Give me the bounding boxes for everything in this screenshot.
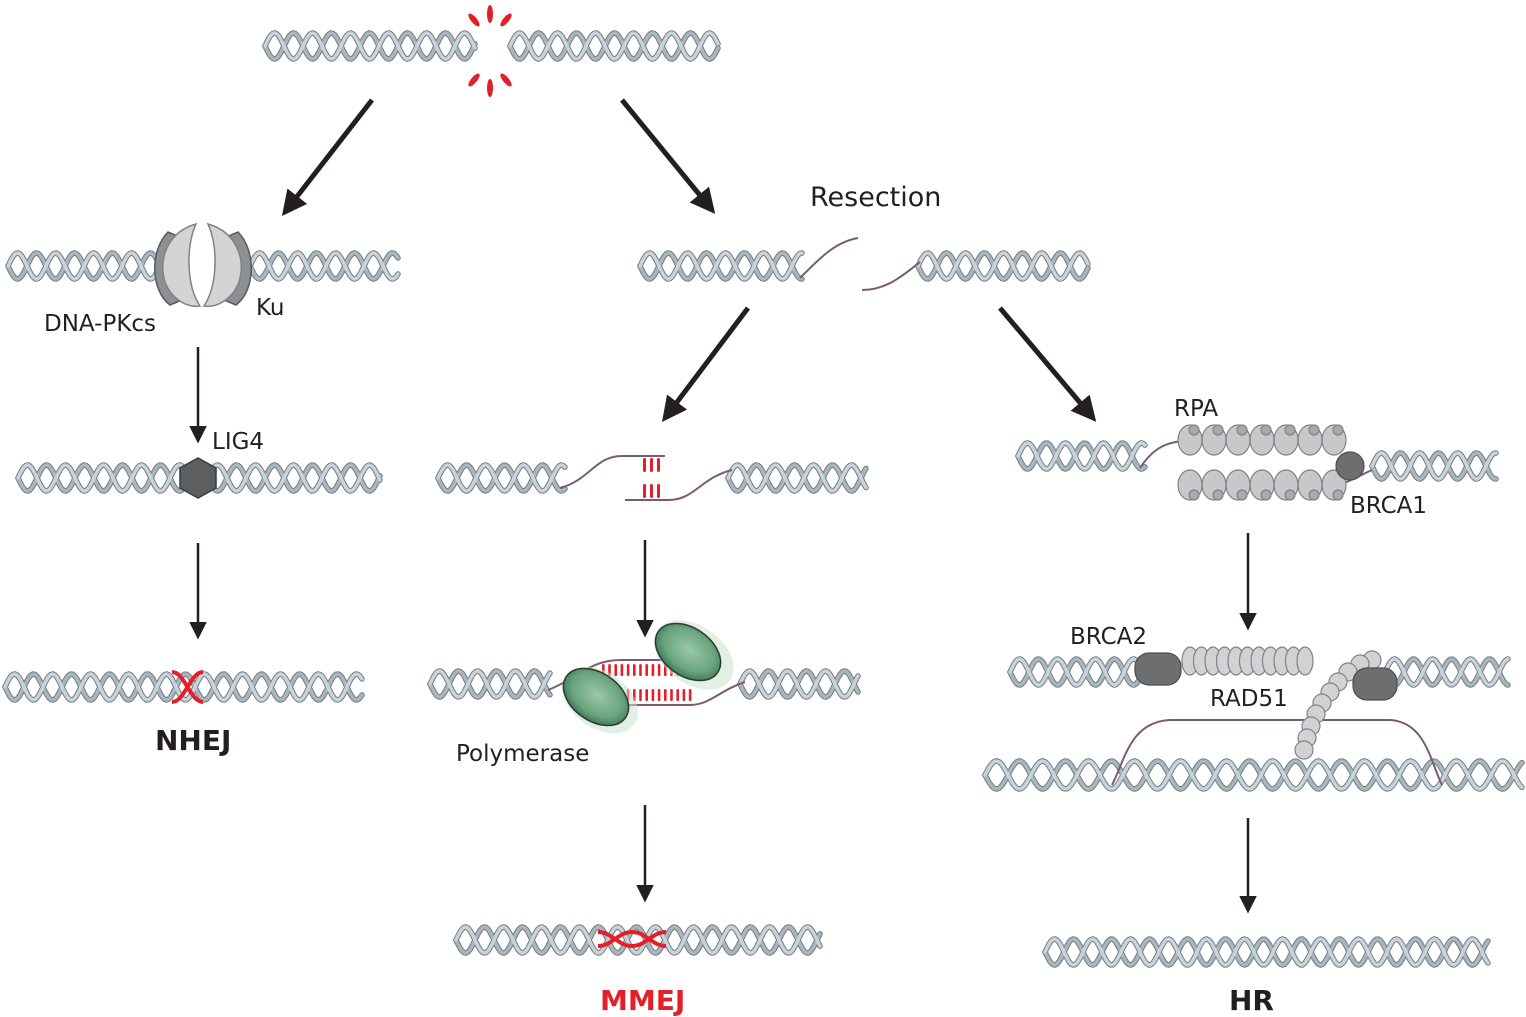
nhej-outcome-label: NHEJ [155,724,232,757]
microhomology-tick [626,664,630,676]
microhomology-tick [645,664,648,676]
brca1-protein [1335,451,1365,481]
dna-rpa-left [1015,440,1148,472]
rpa-domain [1308,424,1320,436]
dna-mmej-left [435,462,568,494]
mmej-repair-mark [597,929,667,949]
brca2-protein [1134,652,1182,686]
resection-label: Resection [810,182,942,213]
rpa-domain [1188,489,1200,501]
dna-poly-left [427,668,553,700]
rad51-monomer [1296,646,1314,676]
dna-brca2-left [1007,656,1143,688]
microhomology-tick [682,689,686,701]
microhomology-tick [676,689,679,701]
rpa-domain [1236,424,1248,436]
microhomology-tick [620,664,624,676]
microhomology-tick [657,689,661,701]
brca2-protein-2 [1352,667,1398,701]
rpa-domain [1308,489,1320,501]
microhomology-tick [633,664,636,676]
rpa-domain [1212,424,1224,436]
rpa-domain [1188,424,1200,436]
pathway-arrows [281,98,1097,422]
dna-broken-right [507,30,721,62]
ku-dna-pkcs-complex [154,222,252,308]
rad51-label: RAD51 [1210,686,1288,712]
microhomology-tick [651,689,655,701]
rpa-label: RPA [1174,396,1219,422]
dna-resected-right [915,250,1091,282]
microhomology-tick [657,664,661,676]
dna-ku-right [247,250,401,282]
polymerase-label: Polymerase [456,741,590,767]
dna-mmej-product [453,924,823,956]
nhej-ligation-mark [171,670,204,704]
rpa-coated-ssdna [1139,424,1373,501]
microhomology-tick [651,664,655,676]
rpa-domain [1332,424,1344,436]
microhomology-tick [639,689,642,701]
rad51-monomer [1294,740,1314,760]
brca2-label: BRCA2 [1070,624,1148,650]
rpa-domain [1284,424,1296,436]
dna-hr-product [1042,936,1491,968]
mmej-annealed-ends [559,455,733,501]
dna-resected-left [637,250,805,282]
rpa-domain [1212,489,1224,501]
rpa-domain [1332,489,1344,501]
dna-pkcs-label: DNA-PKcs [44,311,157,337]
dna-helices [2,30,1525,968]
rpa-domain [1260,424,1272,436]
rpa-domain [1260,489,1272,501]
microhomology-tick [645,689,648,701]
rpa-domain [1236,489,1248,501]
microhomology-tick [614,664,617,676]
ku-label: Ku [256,295,285,321]
dna-ku-left [5,250,163,282]
lig4-label: LIG4 [212,429,265,455]
rpa-domain [1284,489,1296,501]
lig4-hexagon [179,457,217,499]
dna-brca2-right [1382,656,1511,688]
mmej-outcome-label: MMEJ [600,984,686,1017]
dna-rpa-right [1369,450,1499,482]
microhomology-tick [639,664,642,676]
dna-poly-right [737,668,861,700]
hr-outcome-label: HR [1229,984,1274,1017]
dna-broken-left [262,30,478,62]
microhomology-tick [670,689,673,701]
brca1-label: BRCA1 [1350,493,1428,519]
step-arrows [189,347,1257,914]
rad51-filament [1111,646,1443,786]
microhomology-tick [688,689,692,701]
double-strand-break-marks [468,5,512,97]
dna-nhej-product [2,671,365,703]
polymerase-complex [547,620,746,734]
dna-mmej-right [725,462,869,494]
microhomology-tick [664,689,667,701]
resection-overhangs [799,237,921,291]
